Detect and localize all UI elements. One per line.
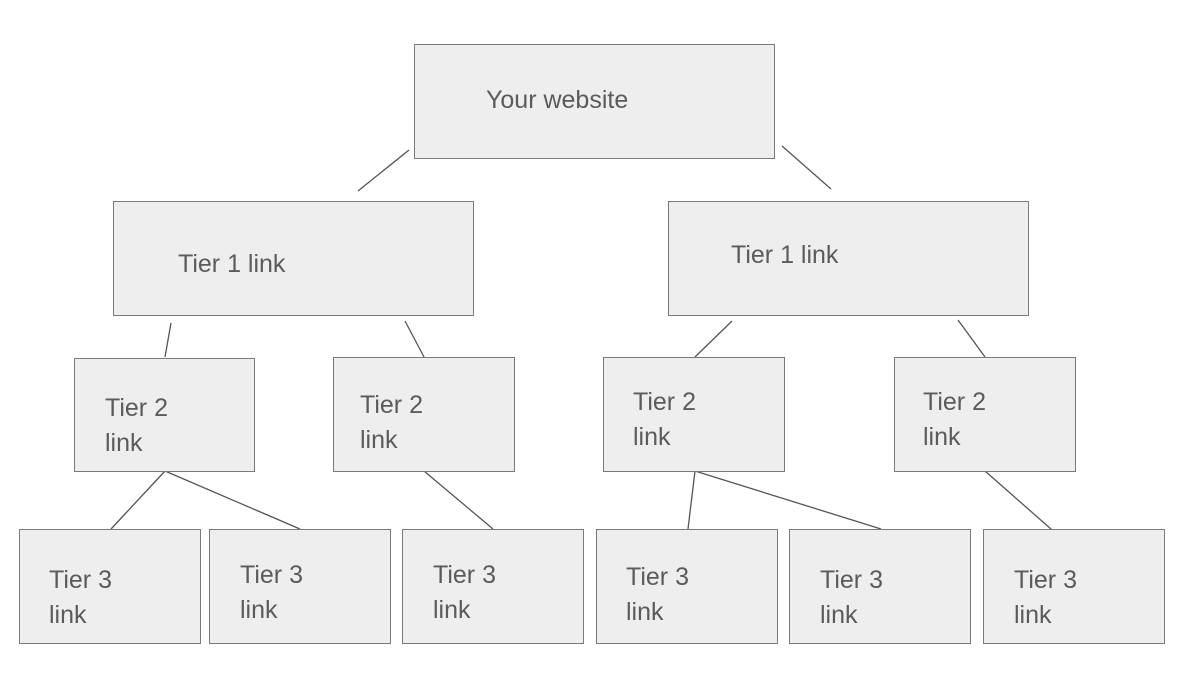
node-label: Tier 2 link (105, 394, 168, 457)
node-label: Tier 3 link (240, 561, 303, 624)
node-label: Tier 2 link (360, 391, 423, 454)
node-tier2-link-2: Tier 2 link (333, 357, 515, 472)
node-tier2-link-1: Tier 2 link (74, 358, 255, 472)
connector-tier1-right-to-tier2-4 (957, 319, 986, 358)
node-label: Tier 1 link (731, 241, 839, 269)
connector-tier2-2-to-tier3-3 (423, 470, 494, 530)
node-label: Tier 2 link (923, 388, 986, 451)
node-tier2-link-4: Tier 2 link (894, 357, 1076, 472)
connector-tier1-right-to-tier2-3 (694, 320, 733, 358)
node-tier3-link-4: Tier 3 link (596, 529, 778, 644)
connector-tier2-3-to-tier3-4 (687, 470, 696, 530)
connector-tier1-left-to-tier2-2 (404, 320, 425, 358)
node-tier3-link-2: Tier 3 link (209, 529, 391, 644)
node-label: Tier 2 link (633, 388, 696, 451)
node-label: Tier 3 link (626, 563, 689, 626)
connector-tier2-3-to-tier3-5 (694, 470, 882, 530)
node-tier3-link-3: Tier 3 link (402, 529, 584, 644)
node-tier2-link-3: Tier 2 link (603, 357, 785, 472)
node-tier3-link-6: Tier 3 link (983, 529, 1165, 644)
connector-tier1-left-to-tier2-1 (164, 322, 172, 358)
node-tier3-link-1: Tier 3 link (19, 529, 201, 644)
node-label: Tier 3 link (820, 566, 883, 629)
node-your-website: Your website (414, 44, 775, 159)
connector-tier2-1-to-tier3-1 (110, 470, 166, 530)
node-label: Your website (486, 86, 629, 114)
node-label: Tier 3 link (49, 566, 112, 629)
connector-tier2-1-to-tier3-2 (164, 470, 301, 530)
node-label: Tier 3 link (433, 561, 496, 624)
node-label: Tier 3 link (1014, 566, 1077, 629)
connector-root-to-tier1-left (357, 149, 410, 192)
node-tier1-link-left: Tier 1 link (113, 201, 474, 316)
node-tier3-link-5: Tier 3 link (789, 529, 971, 644)
node-tier1-link-right: Tier 1 link (668, 201, 1029, 316)
connector-root-to-tier1-right (781, 145, 832, 190)
node-label: Tier 1 link (178, 250, 286, 278)
